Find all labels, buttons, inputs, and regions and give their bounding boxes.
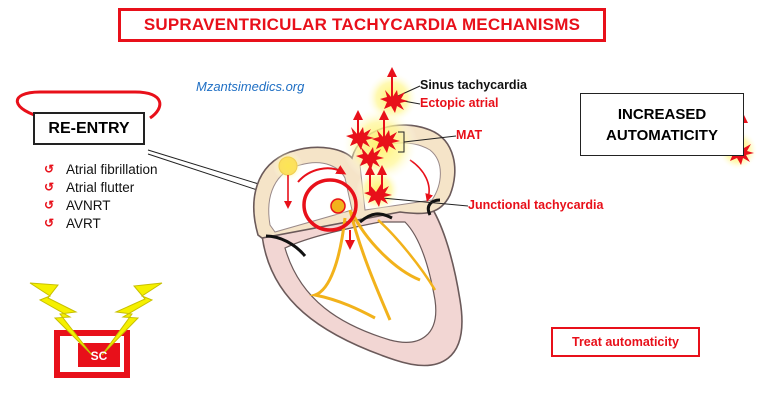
automaticity-line-1: INCREASED bbox=[617, 105, 707, 123]
watermark-text: Mzantsimedics.org bbox=[196, 79, 305, 94]
list-item-label: AVNRT bbox=[66, 197, 111, 213]
automaticity-box: INCREASED AUTOMATICITY bbox=[580, 93, 744, 156]
bullet-icon: ↺ bbox=[44, 216, 55, 230]
bullet-icon: ↺ bbox=[44, 198, 55, 212]
treat-automaticity-box: Treat automaticity bbox=[551, 327, 700, 357]
sc-label: SC bbox=[90, 349, 108, 363]
list-item-label: AVRT bbox=[66, 215, 101, 231]
list-item: ↺ AVRT bbox=[44, 214, 158, 232]
sc-cardioversion-icon bbox=[29, 282, 163, 378]
reentry-circuit bbox=[284, 159, 433, 250]
reentry-list: ↺ Atrial fibrillation ↺ Atrial flutter ↺ AV… bbox=[44, 160, 158, 232]
automaticity-line-2: AUTOMATICITY bbox=[606, 126, 718, 144]
list-item-label: Atrial flutter bbox=[66, 179, 135, 195]
page-title: SUPRAVENTRICULAR TACHYCARDIA MECHANISMS bbox=[118, 8, 606, 42]
list-item: ↺ Atrial flutter bbox=[44, 178, 158, 196]
list-item: ↺ AVNRT bbox=[44, 196, 158, 214]
reentry-heading: RE-ENTRY bbox=[33, 112, 145, 145]
bullet-icon: ↺ bbox=[44, 180, 55, 194]
starburst-mat-3-icon bbox=[356, 147, 384, 170]
mat-bracket bbox=[398, 131, 457, 153]
starburst-junctional-icon bbox=[364, 165, 392, 207]
starburst-mat-1-icon bbox=[346, 110, 374, 150]
label-junctional-tachycardia: Junctional tachycardia bbox=[468, 198, 604, 212]
starburst-sinus-icon bbox=[380, 67, 408, 113]
list-item: ↺ Atrial fibrillation bbox=[44, 160, 158, 178]
list-item-label: Atrial fibrillation bbox=[66, 161, 158, 177]
label-mat: MAT bbox=[456, 128, 483, 142]
label-ectopic-atrial: Ectopic atrial bbox=[420, 96, 499, 110]
starburst-mat-2-icon bbox=[372, 110, 400, 153]
label-sinus-tachycardia: Sinus tachycardia bbox=[420, 78, 527, 92]
bullet-icon: ↺ bbox=[44, 162, 55, 176]
